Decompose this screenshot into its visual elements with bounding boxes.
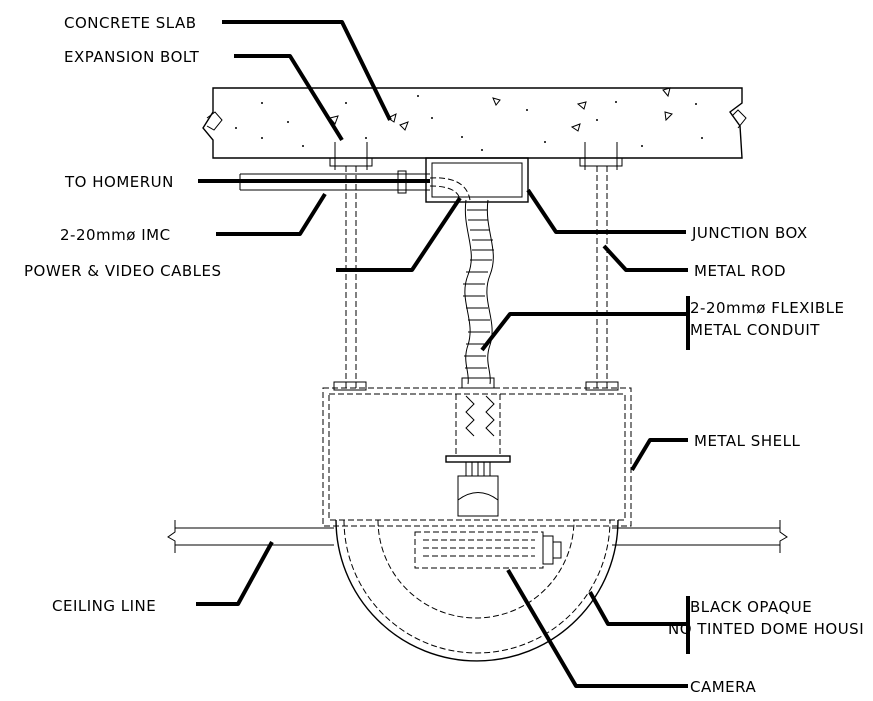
expansion-bolt-left <box>329 142 373 170</box>
dome-housing <box>335 519 619 662</box>
label-power-video-cables: POWER & VIDEO CABLES <box>24 262 222 280</box>
concrete-slab <box>202 87 747 159</box>
camera <box>414 531 562 569</box>
metal-rod-right <box>596 166 608 390</box>
metal-rod-left <box>345 166 357 390</box>
label-to-homerun: TO HOMERUN <box>64 173 174 191</box>
leader-metal-shell <box>630 438 688 472</box>
leader-camera <box>506 568 688 688</box>
leader-power-video <box>336 196 462 272</box>
metal-shell <box>322 381 632 527</box>
label-junction-box: JUNCTION BOX <box>691 224 808 242</box>
flexible-metal-conduit <box>461 199 495 389</box>
label-dome-line2: NO TINTED DOME HOUSI <box>668 620 864 638</box>
leader-dome <box>588 591 686 626</box>
ceiling-line <box>167 520 788 553</box>
label-ceiling-line: CEILING LINE <box>52 597 156 615</box>
label-metal-rod: METAL ROD <box>694 262 786 280</box>
label-concrete-slab: CONCRETE SLAB <box>64 14 197 32</box>
leader-metal-rod <box>602 244 688 272</box>
leader-flex-conduit <box>480 312 688 352</box>
label-imc: 2-20mmø IMC <box>60 226 171 244</box>
junction-box <box>425 157 529 203</box>
label-dome-line1: BLACK OPAQUE <box>690 598 812 616</box>
label-metal-shell: METAL SHELL <box>694 432 800 450</box>
leader-junction-box <box>526 188 686 234</box>
leader-ceiling-line <box>196 541 274 606</box>
leader-concrete-slab <box>222 20 392 121</box>
label-flexible-conduit-line1: 2-20mmø FLEXIBLE <box>690 299 845 317</box>
leaders <box>196 20 690 688</box>
label-camera: CAMERA <box>690 678 756 696</box>
leader-expansion-bolt <box>234 54 344 142</box>
expansion-bolt-right <box>579 142 623 170</box>
label-expansion-bolt: EXPANSION BOLT <box>64 48 200 66</box>
label-flexible-conduit-line2: METAL CONDUIT <box>690 321 820 339</box>
leader-imc <box>216 192 327 236</box>
